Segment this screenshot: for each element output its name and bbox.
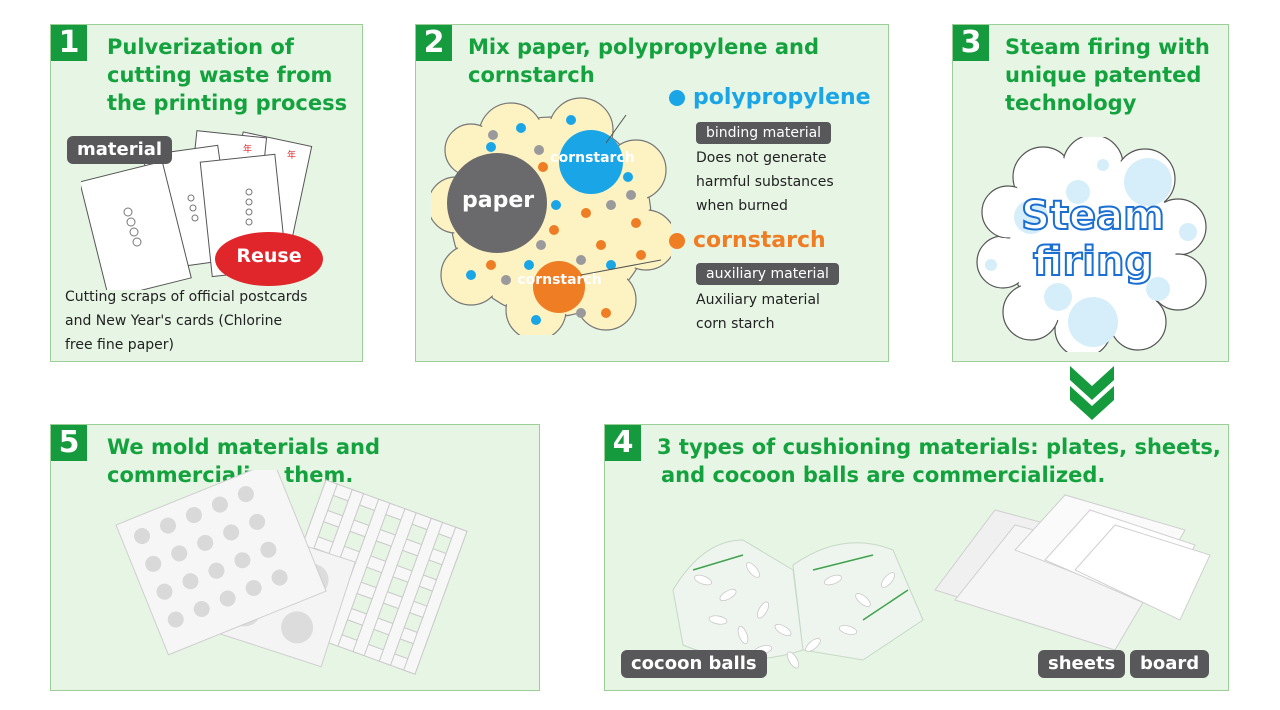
material-tag: material <box>67 136 173 164</box>
step-3-panel: 3 Steam firing with unique patented tech… <box>952 24 1229 362</box>
svg-text:年: 年 <box>287 149 296 161</box>
sheets-tag: sheets <box>1038 650 1126 678</box>
binding-material-tag: binding material <box>696 122 832 144</box>
reuse-ellipse <box>215 232 323 286</box>
molded-trays-illustration <box>115 470 468 675</box>
step-2-number: 2 <box>416 25 452 61</box>
cornstarch-legend: cornstarch <box>669 228 826 253</box>
polypropylene-dot <box>669 89 685 106</box>
step-1-number: 1 <box>51 25 87 61</box>
svg-text:年: 年 <box>243 143 252 155</box>
cornstarch-label-orange: cornstarch <box>517 272 602 288</box>
polypropylene-name: polypropylene <box>693 85 871 110</box>
steam-firing-text: Steam firing <box>1020 192 1166 286</box>
cocoon-balls-illustration <box>672 539 924 669</box>
chevron-down-icon <box>1070 366 1114 420</box>
step-5-number: 5 <box>51 425 87 461</box>
step-4-title: 3 types of cushioning materials: plates,… <box>657 435 1221 487</box>
step-3-number: 3 <box>953 25 989 61</box>
cornstarch-label-blue: cornstarch <box>550 150 635 166</box>
reuse-label: Reuse <box>236 245 302 267</box>
cornstarch-dot <box>669 232 685 249</box>
mixture-cloud <box>431 97 671 335</box>
polypropylene-description: Does not generate harmful substances whe… <box>696 150 834 214</box>
step-2-panel: 2 Mix paper, polypropylene and cornstarc… <box>415 24 889 362</box>
steam-cloud <box>976 137 1207 352</box>
polypropylene-legend: polypropylene <box>669 85 871 110</box>
step-2-title: Mix paper, polypropylene and cornstarch <box>468 35 819 87</box>
cornstarch-name: cornstarch <box>693 228 826 253</box>
step-5-panel: 5 We mold materials and commercialize th… <box>50 424 540 691</box>
step-4-number: 4 <box>605 425 641 461</box>
paper-label: paper <box>462 188 535 213</box>
step-1-title: Pulverization of cutting waste from the … <box>107 35 348 115</box>
step-1-description: Cutting scraps of official postcards and… <box>65 289 308 353</box>
step-4-panel: 4 3 types of cushioning materials: plate… <box>604 424 1229 691</box>
step-1-panel: 1 Pulverization of cutting waste from th… <box>50 24 363 362</box>
sheets-boards-illustration <box>934 494 1211 650</box>
auxiliary-material-tag: auxiliary material <box>696 263 839 285</box>
cocoon-balls-tag: cocoon balls <box>621 650 767 678</box>
board-tag: board <box>1130 650 1210 678</box>
cornstarch-description: Auxiliary material corn starch <box>696 292 820 332</box>
step-3-title: Steam firing with unique patented techno… <box>1005 35 1210 115</box>
